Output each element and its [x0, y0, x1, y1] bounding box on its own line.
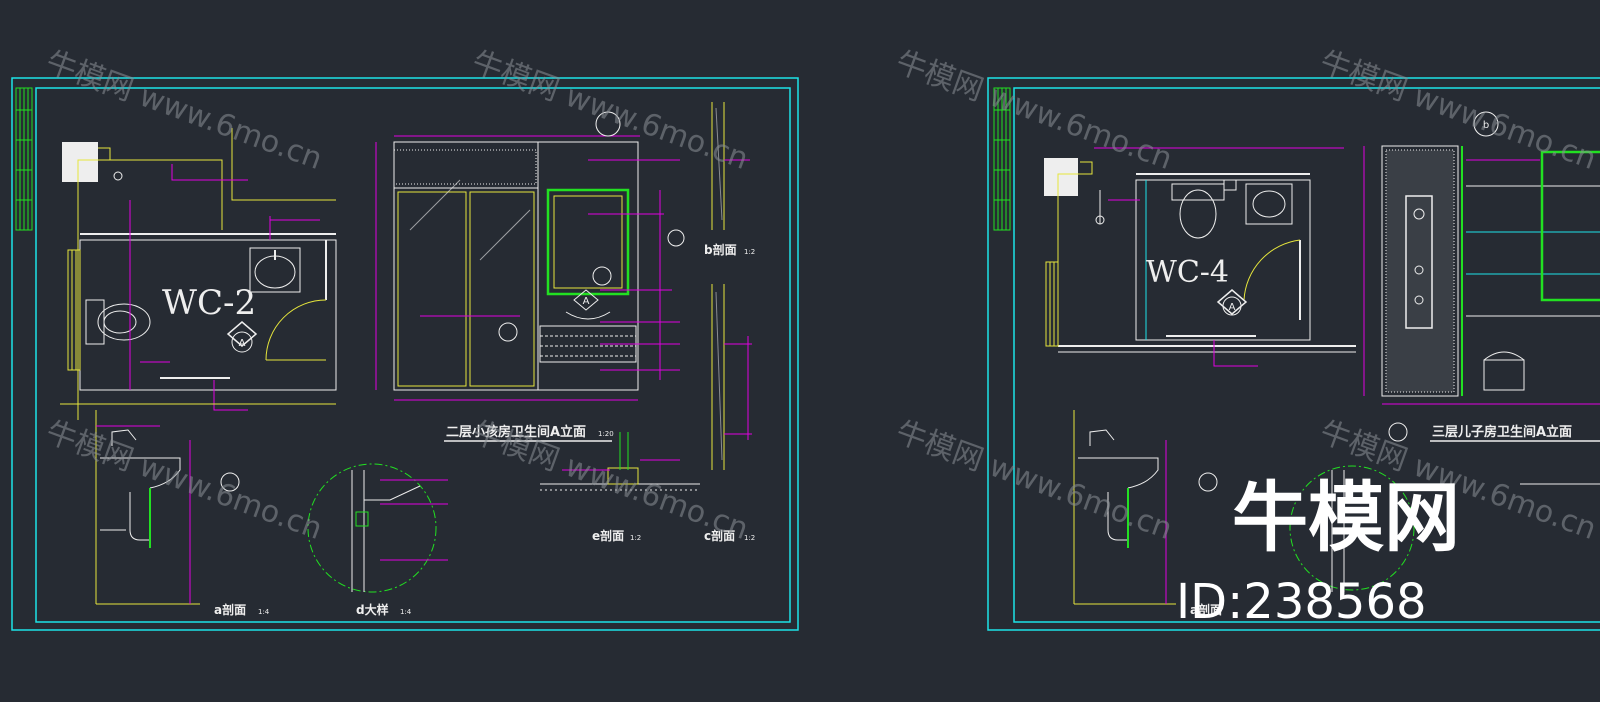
callout-a-marker-left: A	[226, 321, 258, 353]
section-e-left	[540, 432, 700, 491]
left-title-strip	[15, 87, 33, 231]
plan-room-label-right: WC-4	[1146, 255, 1229, 290]
section-b-c-left	[711, 102, 752, 470]
plan-wc4	[1044, 147, 1356, 367]
elevation-title-left: 二层小孩房卫生间A立面 1:20	[444, 424, 614, 442]
callout-a-label-right: A	[1229, 302, 1236, 313]
watermark-brand: 牛模网	[1232, 473, 1460, 562]
section-b-scale-left: 1:2	[744, 248, 755, 256]
section-a-title-left: a剖面	[214, 602, 246, 617]
left-sheet: WC-2 A	[11, 77, 799, 631]
detail-d-scale-left: 1:4	[400, 608, 412, 616]
callout-b-label-right: b	[1483, 120, 1489, 131]
watermark-text: 牛模网 www.6mo.cn	[41, 415, 327, 547]
detail-d-left	[307, 463, 448, 593]
elevation-callout-b-right: b	[1483, 120, 1489, 131]
watermark-text: 牛模网 www.6mo.cn	[891, 45, 1177, 177]
elevation-callout-a-left: A	[573, 289, 599, 311]
plan-room-label-left: WC-2	[162, 283, 256, 323]
section-c-title-left: c剖面	[704, 528, 735, 543]
elevation-title-right: 三层儿子房卫生间A立面	[1388, 422, 1600, 442]
elevation-scale-left: 1:20	[598, 430, 614, 438]
left-inner-frame	[35, 87, 791, 623]
section-a-title-right: a剖面	[1190, 602, 1222, 617]
right-sheet: WC-4 A b	[987, 77, 1600, 631]
right-inner-frame	[1013, 87, 1600, 623]
section-a-left	[95, 410, 240, 605]
watermark-text: 牛模网 www.6mo.cn	[891, 415, 1177, 547]
section-e-scale-left: 1:2	[630, 534, 641, 542]
section-a-right	[1073, 410, 1600, 605]
callout-a-marker-right: A	[1216, 289, 1248, 316]
right-title-strip	[993, 87, 1011, 231]
plan-wc2	[60, 128, 337, 420]
right-outer-frame	[987, 77, 1600, 631]
watermark-id: ID:238568	[1176, 574, 1427, 630]
watermark-text: 牛模网 www.6mo.cn	[467, 45, 753, 177]
elevation-title-text-left: 二层小孩房卫生间A立面	[446, 424, 586, 440]
detail-d-title-left: d大样	[356, 602, 389, 617]
section-e-title-left: e剖面	[592, 528, 624, 543]
section-c-scale-left: 1:2	[744, 534, 755, 542]
left-outer-frame	[11, 77, 799, 631]
watermark-layer: 牛模网 www.6mo.cn 牛模网 www.6mo.cn 牛模网 www.6m…	[41, 45, 1600, 547]
callout-a-label-left: A	[239, 338, 246, 349]
section-b-title-left: b剖面	[704, 242, 737, 257]
elevation-a-right	[1363, 111, 1600, 405]
section-a-scale-left: 1:4	[258, 608, 270, 616]
elevation-title-text-right: 三层儿子房卫生间A立面	[1432, 424, 1572, 440]
elevation-a-left	[375, 111, 685, 401]
elevation-callout-a-text: A	[583, 296, 590, 307]
